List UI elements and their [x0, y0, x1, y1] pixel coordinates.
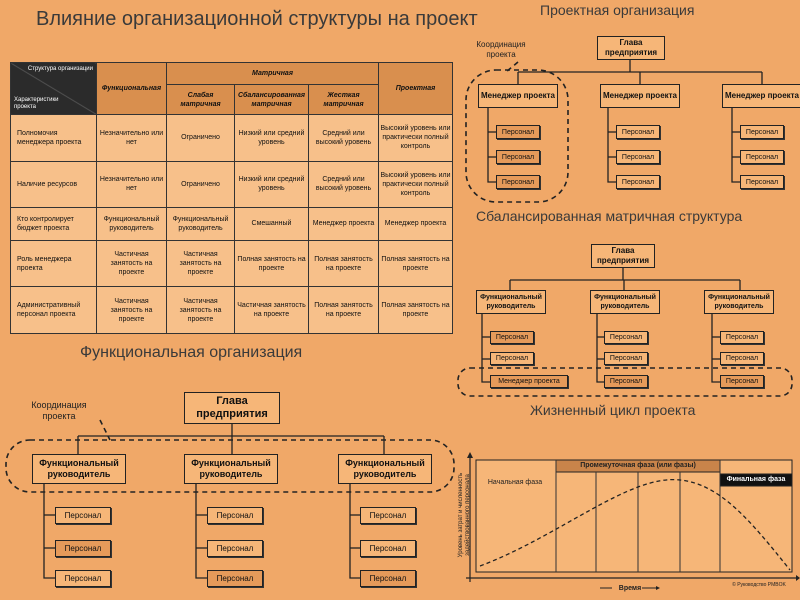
table-cell: Средний или высокий уровень: [308, 114, 379, 162]
functional-manager-box: Функциональный руководитель: [704, 290, 774, 314]
table-cell: Высокий уровень или практически полный к…: [378, 160, 453, 209]
functional-manager-box: Функциональный руководитель: [476, 290, 546, 314]
staff-box: Персонал: [496, 150, 540, 164]
col-header-strong: Жесткая матричная: [308, 84, 379, 115]
table-corner-header: Структура организации Характеристики про…: [10, 62, 97, 115]
row-label: Наличие ресурсов: [10, 160, 97, 209]
org-head-box: Глава предприятия: [591, 244, 655, 268]
staff-box: Персонал: [360, 570, 416, 587]
effort-curve: [479, 478, 791, 571]
table-cell: Полная занятость на проекте: [378, 286, 453, 334]
col-header-functional: Функциональная: [96, 62, 167, 115]
table-cell: Частичная занятость на проекте: [96, 239, 167, 288]
staff-box: Персонал: [616, 175, 660, 189]
staff-box: Персонал: [207, 540, 263, 557]
row-label: Роль менеджера проекта: [10, 239, 97, 288]
row-label: Полномочия менеджера проекта: [10, 114, 97, 162]
comparison-table: Структура организации Характеристики про…: [10, 62, 453, 334]
table-cell: Частичная занятость на проекте: [234, 286, 309, 334]
table-cell: Полная занятость на проекте: [308, 239, 379, 288]
functional-manager-box: Функциональный руководитель: [590, 290, 660, 314]
staff-box: Персонал: [604, 331, 648, 344]
table-cell: Ограничено: [166, 160, 235, 209]
col-header-project: Проектная: [378, 62, 453, 115]
staff-box: Персонал: [55, 507, 111, 524]
credit-label: © Руководство PMBOK: [732, 582, 786, 588]
staff-box: Персонал: [616, 125, 660, 139]
table-cell: Полная занятость на проекте: [308, 286, 379, 334]
time-axis-label: Время: [618, 585, 642, 592]
staff-box: Персонал: [604, 375, 648, 388]
staff-box: Персонал: [740, 125, 784, 139]
table-cell: Полная занятость на проекте: [378, 239, 453, 288]
phase-start-label: Начальная фаза: [487, 479, 543, 486]
row-label: Административный персонал проекта: [10, 286, 97, 334]
staff-box: Персонал: [55, 540, 111, 557]
staff-box: Персонал: [490, 331, 534, 344]
coordination-outline-functional: [5, 439, 455, 493]
staff-box: Персонал: [720, 352, 764, 365]
table-cell: Высокий уровень или практически полный к…: [378, 114, 453, 162]
table-cell: Функциональный руководитель: [166, 207, 235, 241]
staff-box: Персонал: [55, 570, 111, 587]
coordination-label: Координация проекта: [476, 40, 526, 59]
org-head-box: Глава предприятия: [184, 392, 280, 424]
table-cell: Средний или высокий уровень: [308, 160, 379, 209]
staff-box: Персонал: [496, 125, 540, 139]
table-cell: Незначительно или нет: [96, 160, 167, 209]
y-axis-label: Уровень затрат и численность задействова…: [458, 472, 471, 558]
functional-manager-box: Функциональный руководитель: [184, 454, 278, 484]
staff-box: Персонал: [604, 352, 648, 365]
coordination-label: Координация проекта: [31, 400, 87, 421]
pm-row-outline: [457, 367, 793, 397]
project-manager-box: Менеджер проекта: [478, 84, 558, 108]
project-org-title: Проектная организация: [540, 2, 695, 18]
table-cell: Частичная занятость на проекте: [166, 239, 235, 288]
functional-manager-box: Функциональный руководитель: [338, 454, 432, 484]
lifecycle-title: Жизненный цикл проекта: [530, 402, 696, 418]
table-cell: Полная занятость на проекте: [234, 239, 309, 288]
lifecycle-chart: [466, 452, 800, 590]
row-label: Кто контролирует бюджет проекта: [10, 207, 97, 241]
coordination-outline: [465, 69, 569, 203]
functional-org-title: Функциональная организация: [80, 344, 303, 361]
project-manager-box: Менеджер проекта: [600, 84, 680, 108]
staff-box: Персонал: [207, 570, 263, 587]
phase-final-label: Финальная фаза: [726, 476, 786, 483]
corner-bottom-label: Характеристики проекта: [14, 97, 59, 110]
staff-box: Персонал: [720, 375, 764, 388]
balanced-matrix-title: Сбалансированная матричная структура: [476, 208, 743, 224]
table-cell: Частичная занятость на проекте: [96, 286, 167, 334]
project-manager-staff-box: Менеджер проекта: [490, 375, 568, 388]
staff-box: Персонал: [490, 352, 534, 365]
staff-box: Персонал: [496, 175, 540, 189]
table-cell: Незначительно или нет: [96, 114, 167, 162]
staff-box: Персонал: [207, 507, 263, 524]
project-manager-box: Менеджер проекта: [722, 84, 800, 108]
functional-manager-box: Функциональный руководитель: [32, 454, 126, 484]
staff-box: Персонал: [616, 150, 660, 164]
org-head-box: Глава предприятия: [597, 36, 665, 60]
col-header-weak: Слабая матричная: [166, 84, 235, 115]
table-cell: Низкий или средний уровень: [234, 160, 309, 209]
staff-box: Персонал: [360, 540, 416, 557]
staff-box: Персонал: [360, 507, 416, 524]
staff-box: Персонал: [740, 150, 784, 164]
staff-box: Персонал: [720, 331, 764, 344]
staff-box: Персонал: [740, 175, 784, 189]
corner-top-label: Структура организации: [27, 66, 93, 72]
page-title: Влияние организационной структуры на про…: [36, 8, 478, 30]
phase-mid-label: Промежуточная фаза (или фазы): [580, 462, 696, 469]
